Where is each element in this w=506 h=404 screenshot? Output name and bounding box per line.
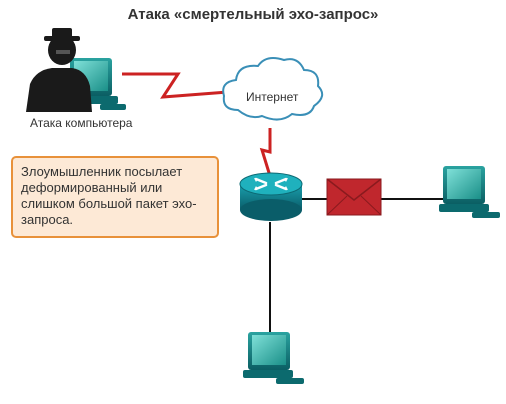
attacker-label: Атака компьютера [30, 116, 133, 130]
callout-box: Злоумышленник посылает деформированный и… [11, 156, 219, 238]
envelope-icon [326, 178, 382, 216]
cloud-router-link [259, 128, 272, 177]
cloud-icon [222, 57, 324, 121]
router-icon [239, 172, 303, 221]
cloud-label: Интернет [246, 90, 299, 104]
attacker-icon [26, 28, 126, 112]
attacker-link [122, 72, 229, 99]
diagram-title: Атака «смертельный эхо-запрос» [127, 6, 379, 23]
computer-icon [439, 166, 500, 218]
computer-icon [243, 332, 304, 384]
